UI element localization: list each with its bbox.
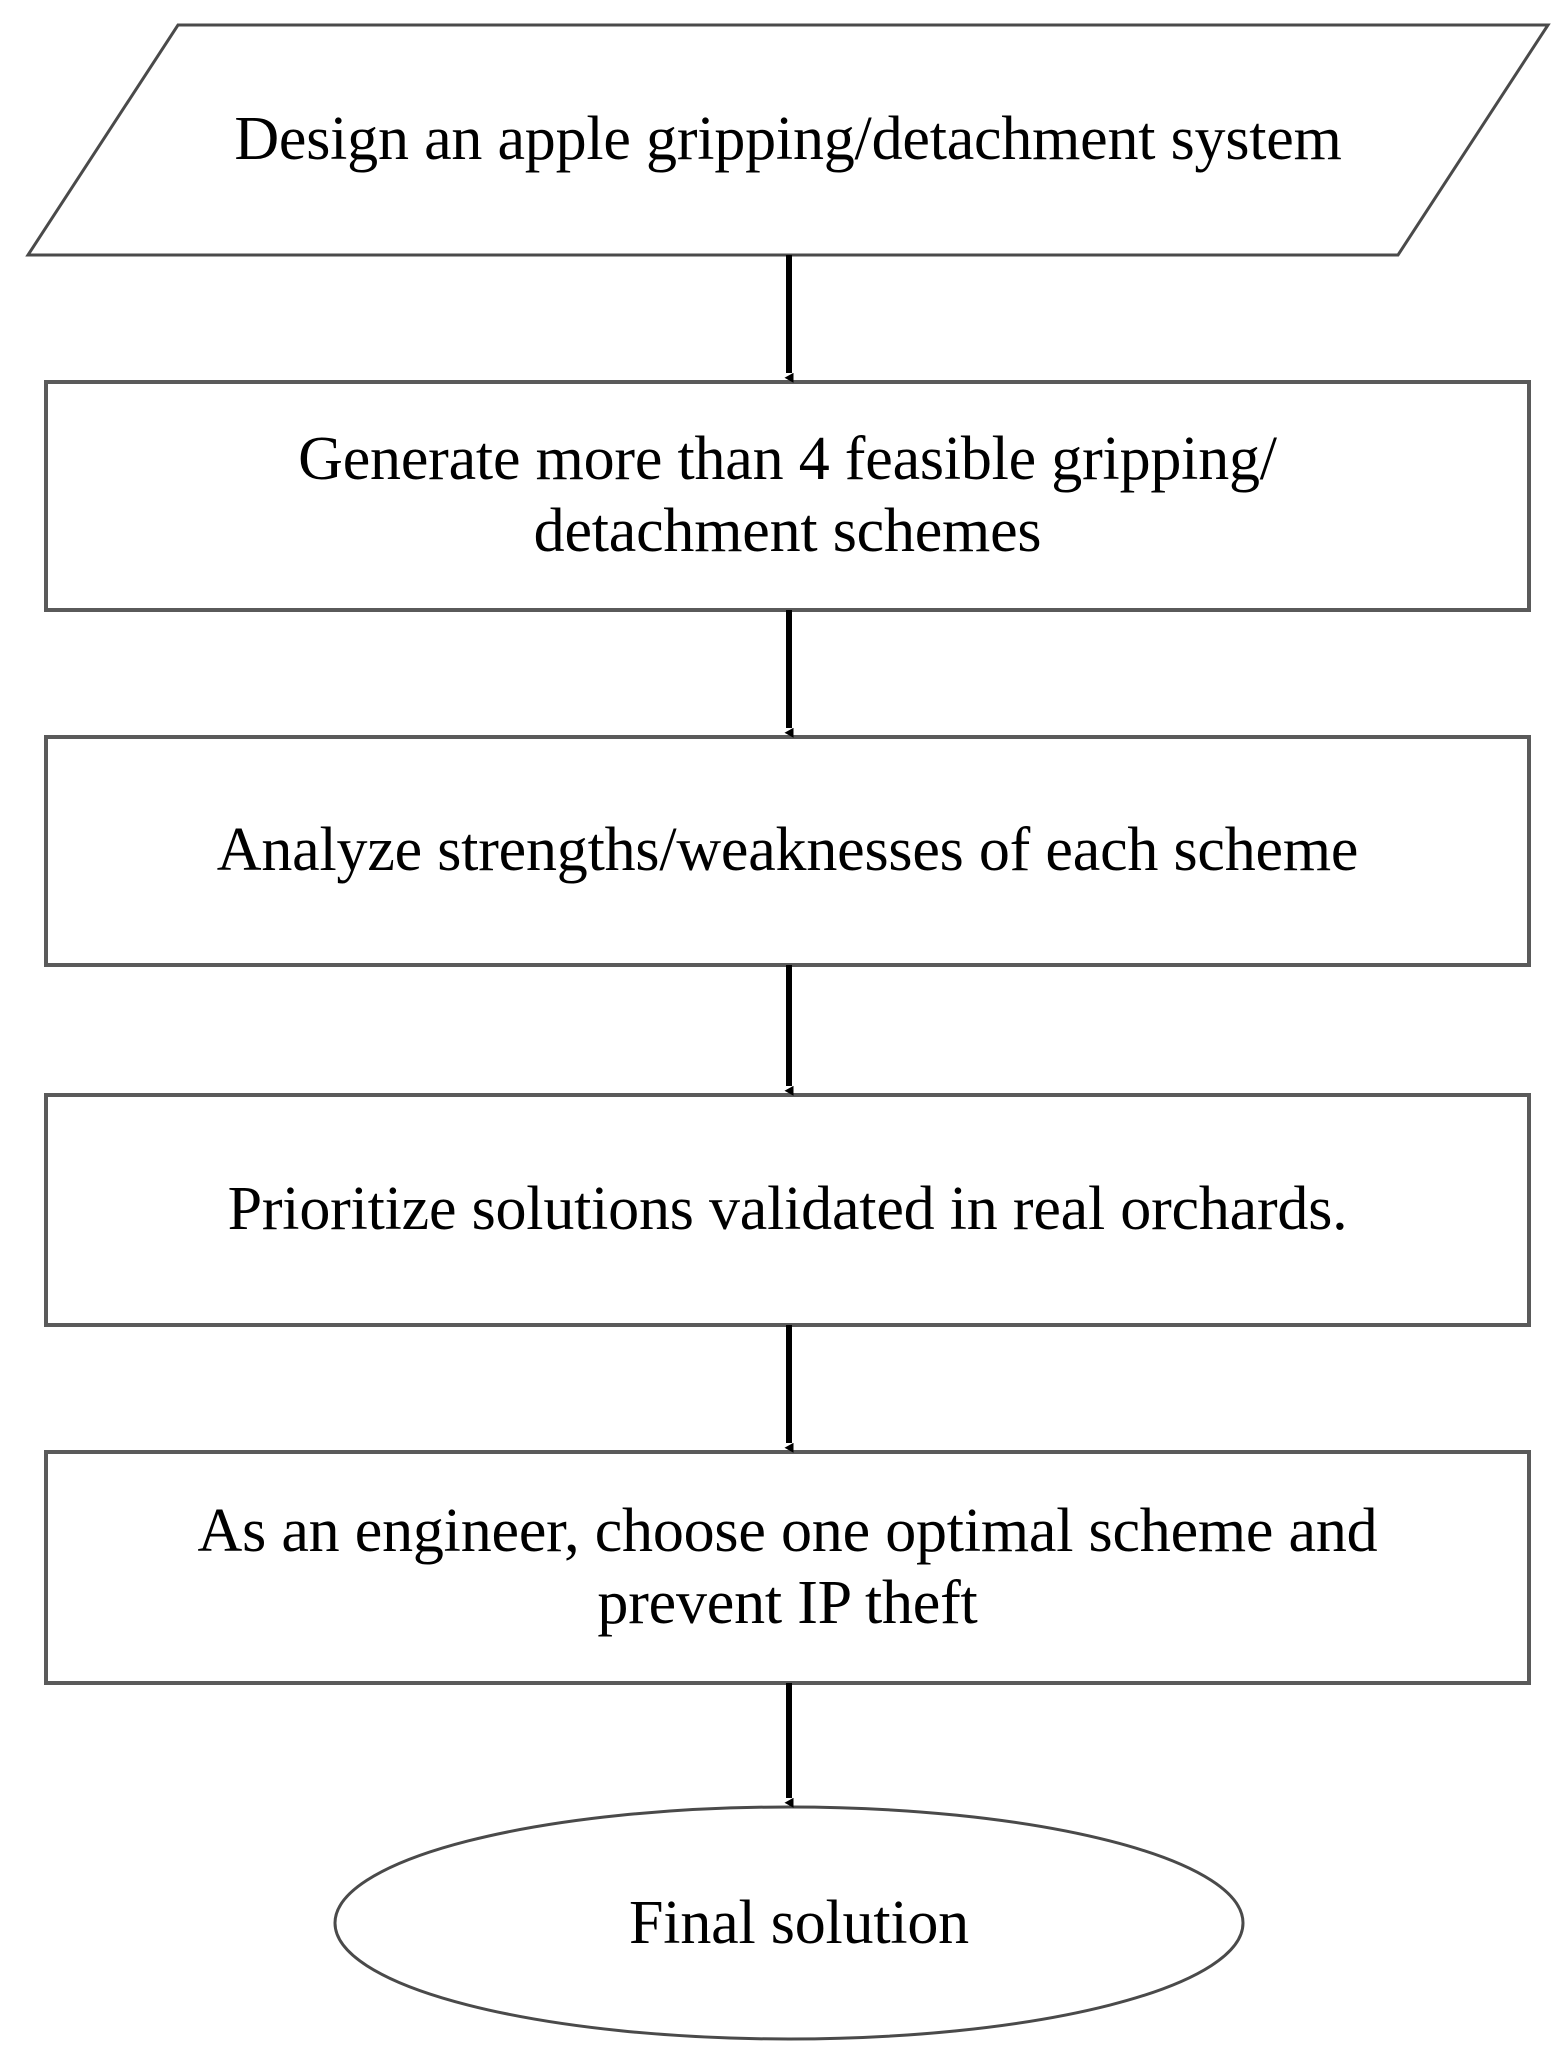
node-start[interactable] xyxy=(28,25,1548,255)
node-step1[interactable] xyxy=(46,382,1529,610)
node-step3[interactable] xyxy=(46,1095,1529,1325)
node-label-end: Final solution xyxy=(629,1888,969,1957)
node-label-step4: As an engineer, choose one optimal schem… xyxy=(197,1496,1378,1637)
node-label-start: Design an apple gripping/detachment syst… xyxy=(234,105,1342,174)
node-label-step1: Generate more than 4 feasible gripping/ … xyxy=(298,425,1277,565)
node-label-step2: Analyze strengths/weaknesses of each sch… xyxy=(216,816,1359,885)
node-step4[interactable] xyxy=(46,1452,1529,1683)
node-label-step3: Prioritize solutions validated in real o… xyxy=(227,1175,1348,1244)
node-end[interactable] xyxy=(345,1807,1253,2040)
node-step2[interactable] xyxy=(46,737,1529,965)
